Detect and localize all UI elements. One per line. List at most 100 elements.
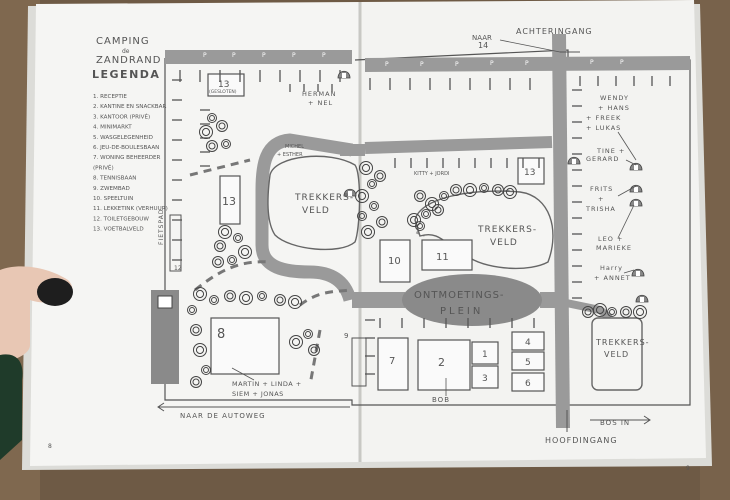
num-13-top: 13 xyxy=(218,80,229,90)
name-hans: + HANS xyxy=(598,104,630,112)
name-esther: + ESTHER xyxy=(277,152,303,158)
legend-item: 9. ZWEMBAD xyxy=(93,186,130,192)
footpath xyxy=(194,260,271,292)
label-trekkersveld-right-1: TREKKERS- xyxy=(595,338,650,347)
name-leo: LEO + xyxy=(598,235,623,243)
legend-title-camping: CAMPING xyxy=(96,36,150,47)
label-ontmoetingsplein-2: PLEIN xyxy=(440,306,483,317)
legend-item: 4. MINIMARKT xyxy=(93,125,132,131)
tree-icon xyxy=(463,183,477,197)
tent-icon xyxy=(343,188,357,197)
name-trisha: TRISHA xyxy=(585,205,616,213)
tree-icon xyxy=(187,305,197,315)
tree-icon xyxy=(190,324,202,336)
num-1: 1 xyxy=(482,350,488,360)
tree-icon xyxy=(206,140,218,152)
tree-icon xyxy=(593,303,607,317)
page-number-left: 8 xyxy=(48,443,52,450)
label-naar: NAAR xyxy=(472,34,492,42)
tree-icon xyxy=(439,191,449,201)
parking-road-right xyxy=(365,56,690,72)
tree-icon xyxy=(357,211,367,221)
label-bos-in: BOS IN xyxy=(600,419,630,427)
name-tine: TINE + xyxy=(596,147,625,155)
building-12 xyxy=(169,214,182,272)
tent-icon xyxy=(629,162,643,171)
label-ontmoetingsplein-1: ONTMOETINGS- xyxy=(414,290,505,301)
tent-icon xyxy=(567,156,581,165)
tree-icon xyxy=(303,329,313,339)
building-5 xyxy=(511,351,545,371)
tree-icon xyxy=(216,120,228,132)
tree-icon xyxy=(288,295,302,309)
label-naar-14: 14 xyxy=(478,41,488,50)
ontmoetingsplein xyxy=(402,274,542,326)
tree-icon xyxy=(607,307,617,317)
tree-icon xyxy=(421,209,431,219)
road-to-plaza-left xyxy=(352,292,405,308)
tree-icon xyxy=(257,291,267,301)
parking-p: P xyxy=(232,52,236,59)
building-10 xyxy=(379,239,411,283)
tent-icon xyxy=(635,294,649,303)
tree-icon xyxy=(227,255,237,265)
legend-item: 1. RECEPTIE xyxy=(93,94,127,100)
building-11 xyxy=(421,239,473,271)
building-7 xyxy=(377,337,409,391)
tree-icon xyxy=(407,213,421,227)
parking-p: P xyxy=(590,59,594,66)
name-frits: FRITS xyxy=(590,185,613,193)
label-trekkersveld-left-1: TREKKERS- xyxy=(294,193,354,203)
tree-icon xyxy=(190,376,202,388)
hand xyxy=(0,266,73,460)
num-10: 10 xyxy=(388,256,401,267)
parking-p: P xyxy=(455,61,459,68)
label-trekkersveld-right-2: VELD xyxy=(604,350,629,359)
name-lukas: + LUKAS xyxy=(586,124,621,132)
label-naar-de-autoweg: NAAR DE AUTOWEG xyxy=(180,412,266,420)
building-13-left xyxy=(219,175,241,225)
tree-icon xyxy=(450,184,462,196)
label-trekkersveld-left-2: VELD xyxy=(302,206,330,216)
tree-icon xyxy=(193,287,207,301)
tree-icon xyxy=(212,256,224,268)
building-8 xyxy=(210,317,280,375)
parking-road-left xyxy=(165,50,352,64)
tent-icon xyxy=(631,268,645,277)
trekkersveld-left xyxy=(267,155,361,251)
legend-item: 13. VOETBALVELD xyxy=(93,227,144,233)
tree-icon xyxy=(479,183,489,193)
page-number-right: 9 xyxy=(686,465,690,472)
num-13-right: 13 xyxy=(524,168,535,178)
name-marieke: MARIEKE xyxy=(596,244,632,252)
name-harry: Harry xyxy=(600,264,623,272)
name-michel: MICHEL xyxy=(285,144,304,150)
name-gerard: GERARD xyxy=(586,155,619,163)
tree-icon xyxy=(432,204,444,216)
pitch-markers xyxy=(172,70,671,375)
tree-icon xyxy=(239,291,253,305)
name-wendy: WENDY xyxy=(600,94,629,102)
legend: CAMPING de ZANDRAND LEGENDA 1. RECEPTIE2… xyxy=(92,36,168,233)
label-hoofdingang: HOOFDINGANG xyxy=(545,436,618,445)
parking-p: P xyxy=(292,52,296,59)
parking-p: P xyxy=(620,59,624,66)
num-9: 9 xyxy=(344,332,348,340)
building-1 xyxy=(471,341,499,365)
road-branch-right xyxy=(551,296,613,322)
legend-item: 8. TENNISBAAN xyxy=(93,176,136,182)
tent-icon xyxy=(629,198,643,207)
tree-icon xyxy=(359,161,373,175)
legend-item: 6. JEU-DE-BOULESBAAN xyxy=(93,145,159,151)
road-top-right xyxy=(364,136,553,154)
legend-item: 11. LEKKETINK (VERHUUR) xyxy=(93,206,168,212)
parking-p: P xyxy=(262,52,266,59)
tree-icon xyxy=(415,221,425,231)
tree-icon xyxy=(238,245,252,259)
tree-icon xyxy=(224,290,236,302)
name-bob: BOB xyxy=(432,396,450,404)
tree-icon xyxy=(503,185,517,199)
tree-icon xyxy=(218,225,232,239)
